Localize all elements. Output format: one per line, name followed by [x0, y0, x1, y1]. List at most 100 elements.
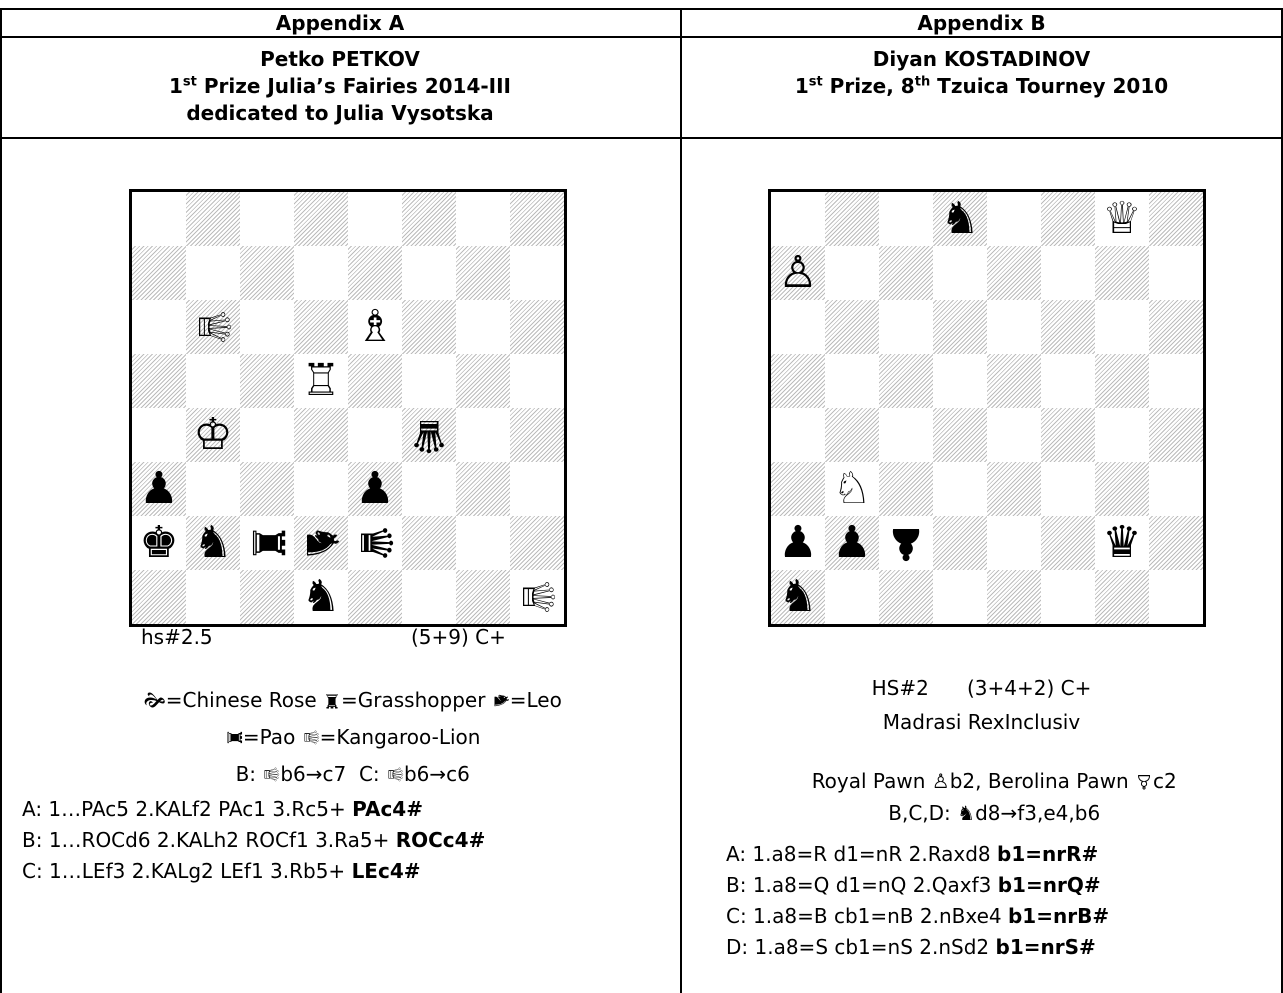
board-square — [771, 408, 825, 462]
board-square — [933, 570, 987, 624]
table-left-border — [0, 8, 2, 993]
board-square — [987, 246, 1041, 300]
left-title-block: Petko PETKOV 1st Prize Julia’s Fairies 2… — [0, 46, 680, 127]
board-square — [1095, 300, 1149, 354]
chess-piece-icon: ♟ — [825, 516, 879, 570]
solution-line: A: 1.a8=R d1=nR 2.Raxd8 b1=nrR# — [726, 842, 1109, 867]
board-square — [348, 570, 402, 624]
board-square — [132, 408, 186, 462]
board-square — [1149, 570, 1203, 624]
board-square — [771, 300, 825, 354]
board-square — [240, 192, 294, 246]
board-square — [933, 462, 987, 516]
board-square — [987, 192, 1041, 246]
board-square — [825, 192, 879, 246]
title-divider — [0, 137, 1283, 139]
left-piece-count: (5+9) C+ — [411, 625, 506, 650]
board-square — [240, 300, 294, 354]
chess-piece-icon: ♟ — [879, 516, 933, 570]
board-square — [240, 246, 294, 300]
solution-line: D: 1.a8=S cb1=nS 2.nSd2 b1=nrS# — [726, 935, 1109, 960]
solution-line: A: 1…PAc5 2.KALf2 PAc1 3.Rc5+ PAc4# — [22, 797, 485, 822]
right-title-block: Diyan KOSTADINOV 1st Prize, 8th Tzuica T… — [682, 46, 1281, 100]
board-square — [1041, 354, 1095, 408]
board-square — [402, 300, 456, 354]
chess-piece-icon: ♟ — [348, 462, 402, 516]
board-square — [1149, 246, 1203, 300]
board-square — [456, 516, 510, 570]
board-square — [825, 300, 879, 354]
board-square — [294, 408, 348, 462]
board-square — [510, 246, 564, 300]
left-solutions: A: 1…PAc5 2.KALf2 PAc1 3.Rc5+ PAc4# B: 1… — [22, 797, 485, 884]
chess-piece-icon: ♕ — [510, 570, 564, 624]
left-dedication: dedicated to Julia Vysotska — [0, 100, 680, 127]
board-square — [1041, 300, 1095, 354]
board-square — [402, 570, 456, 624]
chess-piece-icon: ♛ — [348, 516, 402, 570]
chess-piece-icon: ♜ — [240, 516, 294, 570]
board-square — [294, 462, 348, 516]
board-square — [879, 300, 933, 354]
board-square — [1149, 408, 1203, 462]
chess-piece-icon: ♕ — [186, 300, 240, 354]
board-square — [456, 246, 510, 300]
board-square — [1149, 354, 1203, 408]
board-square — [879, 570, 933, 624]
board-square — [933, 408, 987, 462]
board-square — [1041, 516, 1095, 570]
solution-line: C: 1.a8=B cb1=nB 2.nBxe4 b1=nrB# — [726, 904, 1109, 929]
appendix-a-heading: Appendix A — [0, 10, 680, 37]
chess-piece-icon: ♞ — [294, 516, 348, 570]
board-square — [1149, 192, 1203, 246]
chess-piece-icon: ♞ — [186, 516, 240, 570]
solution-line: B: 1.a8=Q d1=nQ 2.Qaxf3 b1=nrQ# — [726, 873, 1109, 898]
board-square — [933, 246, 987, 300]
board-square — [987, 570, 1041, 624]
board-square — [294, 300, 348, 354]
board-square — [456, 354, 510, 408]
board-square — [825, 246, 879, 300]
board-square — [294, 246, 348, 300]
board-square — [825, 354, 879, 408]
board-square — [132, 300, 186, 354]
chess-piece-icon: ♔ — [186, 408, 240, 462]
board-square — [348, 192, 402, 246]
left-stipulation: hs#2.5 — [141, 625, 213, 650]
kangaroo-lion-icon: ♕ — [382, 766, 407, 784]
board-square — [933, 300, 987, 354]
chess-piece-icon: ♟ — [771, 516, 825, 570]
board-square — [1095, 354, 1149, 408]
board-square — [132, 192, 186, 246]
board-square — [933, 516, 987, 570]
board-square — [510, 516, 564, 570]
solution-line: C: 1…LEf3 2.KALg2 LEf1 3.Rb5+ LEc4# — [22, 859, 485, 884]
right-prize: 1st Prize, 8th Tzuica Tourney 2010 — [682, 73, 1281, 100]
board-square — [186, 192, 240, 246]
board-square — [510, 192, 564, 246]
chess-piece-icon: ♙ — [771, 246, 825, 300]
board-square — [1095, 408, 1149, 462]
board-square — [510, 462, 564, 516]
board-square — [879, 462, 933, 516]
chess-piece-icon: ♕ — [1095, 192, 1149, 246]
board-square — [186, 354, 240, 408]
board-square — [1149, 516, 1203, 570]
right-author: Diyan KOSTADINOV — [682, 46, 1281, 73]
board-square — [1149, 300, 1203, 354]
chess-board-b: ♞♕♙♘♟♟♟♛♞ — [768, 189, 1206, 627]
appendix-b-heading: Appendix B — [682, 10, 1281, 37]
chess-piece-icon: ♖ — [294, 354, 348, 408]
board-square — [402, 192, 456, 246]
board-square — [1041, 408, 1095, 462]
chess-piece-icon: ♘ — [825, 462, 879, 516]
board-square — [1041, 462, 1095, 516]
board-square — [240, 354, 294, 408]
board-square — [987, 408, 1041, 462]
board-square — [186, 570, 240, 624]
board-square — [456, 300, 510, 354]
board-square — [879, 192, 933, 246]
chess-board-a: ♕♗♖♔♛♟♟♚♞♜♞♛♞♕ — [129, 189, 567, 627]
board-square — [402, 462, 456, 516]
